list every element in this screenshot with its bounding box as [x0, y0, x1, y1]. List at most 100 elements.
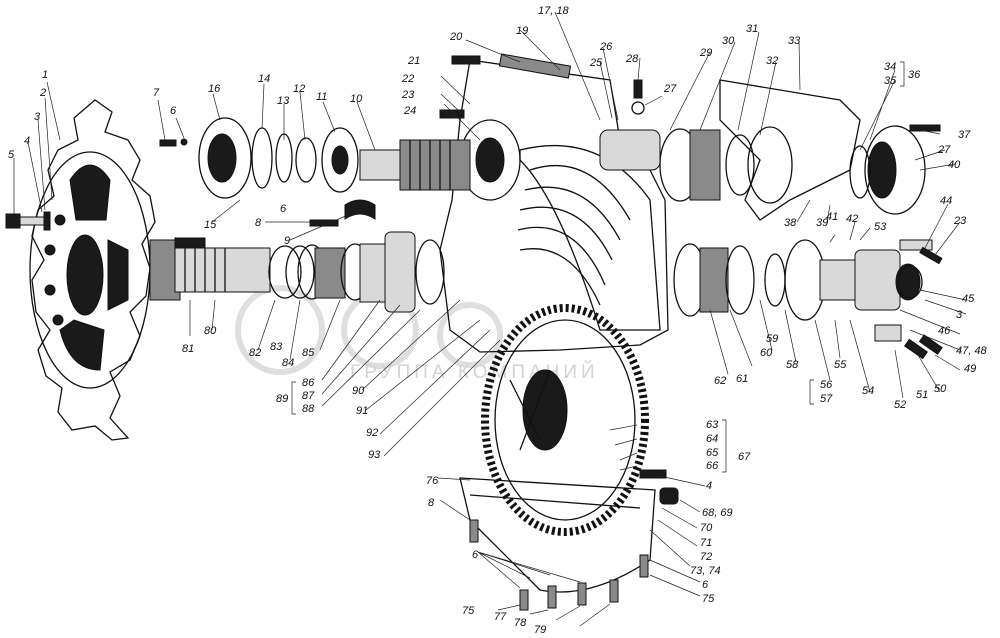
label-23-left: 23 — [401, 89, 415, 101]
label-73-74: 73, 74 — [690, 565, 721, 577]
label-1: 1 — [42, 69, 48, 81]
bracket-56-57 — [809, 379, 814, 405]
label-86: 86 — [302, 377, 315, 389]
label-70: 70 — [700, 522, 713, 534]
final-drive-housing — [439, 59, 669, 353]
label-78: 78 — [514, 617, 527, 629]
label-12: 12 — [293, 83, 305, 95]
label-89: 89 — [276, 393, 288, 405]
label-90: 90 — [352, 385, 365, 397]
label-3: 3 — [34, 111, 41, 123]
label-44: 44 — [940, 195, 952, 207]
washer-4 — [43, 211, 51, 231]
label-17-18: 17, 18 — [538, 5, 569, 17]
label-92: 92 — [366, 427, 378, 439]
label-54: 54 — [862, 385, 874, 397]
label-4: 4 — [24, 135, 30, 147]
label-6-top: 6 — [170, 105, 177, 117]
label-55: 55 — [834, 359, 847, 371]
bearing-stack-82-88 — [268, 231, 445, 313]
label-38: 38 — [784, 217, 797, 229]
label-80: 80 — [204, 325, 217, 337]
cover-16 — [198, 117, 317, 199]
label-16: 16 — [208, 83, 221, 95]
bracket-36 — [900, 61, 905, 87]
label-35: 35 — [884, 75, 897, 87]
label-13: 13 — [277, 95, 290, 107]
label-83: 83 — [270, 341, 283, 353]
label-51: 51 — [916, 389, 928, 401]
label-91: 91 — [356, 405, 368, 417]
label-65: 65 — [706, 447, 719, 459]
label-3-right: 3 — [956, 309, 963, 321]
label-27-right: 27 — [937, 144, 951, 156]
label-37: 37 — [958, 129, 971, 141]
part-labels: 1 2 3 4 5 7 6 16 14 13 12 11 10 15 8 6 9… — [8, 5, 987, 636]
label-67: 67 — [738, 451, 751, 463]
label-20: 20 — [449, 31, 463, 43]
bracket-67 — [722, 419, 727, 473]
bracket-89 — [291, 381, 296, 415]
label-7: 7 — [153, 87, 160, 99]
small-hardware — [159, 53, 943, 479]
pinion-shaft — [321, 127, 471, 193]
label-26: 26 — [599, 41, 613, 53]
shaft-assembly — [149, 237, 271, 301]
label-14: 14 — [258, 73, 270, 85]
label-40: 40 — [948, 159, 961, 171]
bracket-33 — [719, 79, 861, 221]
label-4-lower: 4 — [706, 480, 712, 492]
label-27-top: 27 — [663, 83, 677, 95]
label-64: 64 — [706, 433, 718, 445]
label-77: 77 — [494, 611, 507, 623]
bull-gear — [481, 304, 649, 536]
label-21: 21 — [407, 55, 420, 67]
label-72: 72 — [700, 551, 712, 563]
label-36: 36 — [908, 69, 921, 81]
label-81: 81 — [182, 343, 194, 355]
label-42: 42 — [846, 213, 858, 225]
label-79: 79 — [534, 624, 546, 636]
label-85: 85 — [302, 347, 315, 359]
label-56: 56 — [820, 379, 833, 391]
label-33: 33 — [788, 35, 801, 47]
cap-40 — [849, 125, 926, 215]
label-6-lower: 6 — [472, 549, 479, 561]
label-59: 59 — [766, 333, 778, 345]
label-61: 61 — [736, 373, 748, 385]
label-62: 62 — [714, 375, 726, 387]
label-87: 87 — [302, 390, 315, 402]
label-5: 5 — [8, 149, 15, 161]
label-8-mid: 8 — [255, 217, 262, 229]
label-15: 15 — [204, 219, 217, 231]
output-shaft-right — [673, 239, 921, 321]
label-29: 29 — [699, 47, 712, 59]
label-11: 11 — [316, 91, 327, 103]
label-75-right: 75 — [702, 593, 715, 605]
label-52: 52 — [894, 399, 906, 411]
label-75-left: 75 — [462, 605, 475, 617]
watermark-text: ГРУППА КОМПАНИЙ — [350, 361, 599, 383]
oil-pan — [459, 477, 656, 593]
label-71: 71 — [700, 537, 712, 549]
pan-bolts — [469, 487, 679, 611]
label-47-48: 47, 48 — [956, 345, 987, 357]
label-63: 63 — [706, 419, 719, 431]
bolt-5 — [5, 213, 47, 229]
label-46: 46 — [938, 325, 951, 337]
label-60: 60 — [760, 347, 773, 359]
label-10: 10 — [350, 93, 363, 105]
label-88: 88 — [302, 403, 315, 415]
label-30: 30 — [722, 35, 735, 47]
label-41: 41 — [826, 211, 838, 223]
label-2: 2 — [39, 87, 46, 99]
drive-sprocket — [29, 99, 156, 441]
label-45: 45 — [962, 293, 975, 305]
label-66: 66 — [706, 460, 719, 472]
label-32: 32 — [766, 55, 778, 67]
label-22: 22 — [401, 73, 414, 85]
leader-lines — [13, 11, 967, 627]
label-31: 31 — [746, 23, 758, 35]
label-8-lower: 8 — [428, 497, 435, 509]
